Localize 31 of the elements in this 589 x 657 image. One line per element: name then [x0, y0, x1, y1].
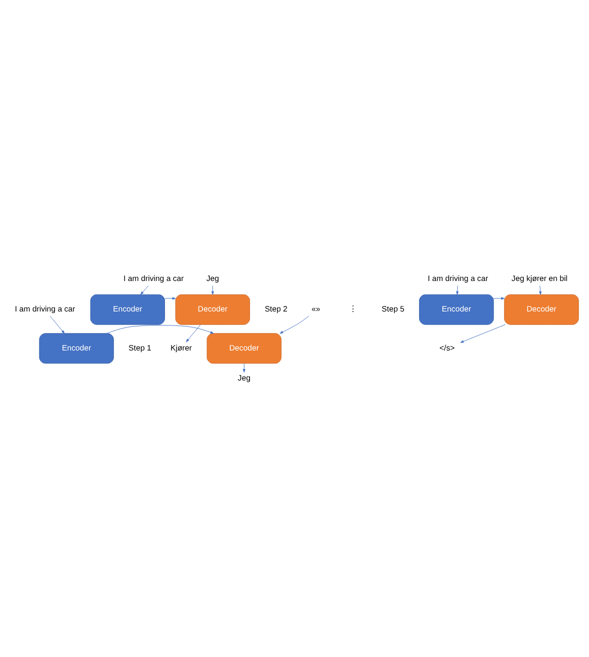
node-box: Encoder: [90, 294, 165, 324]
arrow: [456, 285, 459, 294]
label: ⋮: [349, 304, 358, 313]
arrow: [242, 362, 246, 372]
node-text: Kjører: [170, 342, 192, 352]
node-text: «»: [312, 304, 320, 313]
arrow: [280, 315, 310, 334]
arrow: [50, 315, 65, 334]
arrow: [493, 296, 505, 300]
node-text: Jeg: [238, 373, 250, 382]
arrow: [164, 296, 176, 300]
node-box: Decoder: [206, 332, 282, 364]
node-box: Encoder: [419, 294, 494, 324]
arrow: [140, 285, 149, 294]
label: Step 5: [382, 304, 404, 313]
arrow: [106, 324, 214, 334]
node-box: Decoder: [504, 294, 579, 324]
node-text: Jeg kjører en bil: [512, 274, 568, 283]
node-text: I am driving a car: [428, 274, 488, 283]
label: Step 2: [264, 304, 288, 313]
node-box: Encoder: [39, 332, 114, 364]
node-text: I am driving a car: [124, 274, 184, 283]
node-box: Decoder: [175, 294, 250, 324]
arrow: [211, 285, 214, 294]
arrow: [186, 324, 201, 342]
arrow: [460, 324, 506, 342]
arrow: [539, 285, 542, 294]
node-text: I am driving a car: [14, 304, 76, 313]
node-text: </s>: [439, 342, 455, 352]
label: Step 1: [128, 342, 152, 352]
node-text: Jeg: [206, 274, 219, 283]
